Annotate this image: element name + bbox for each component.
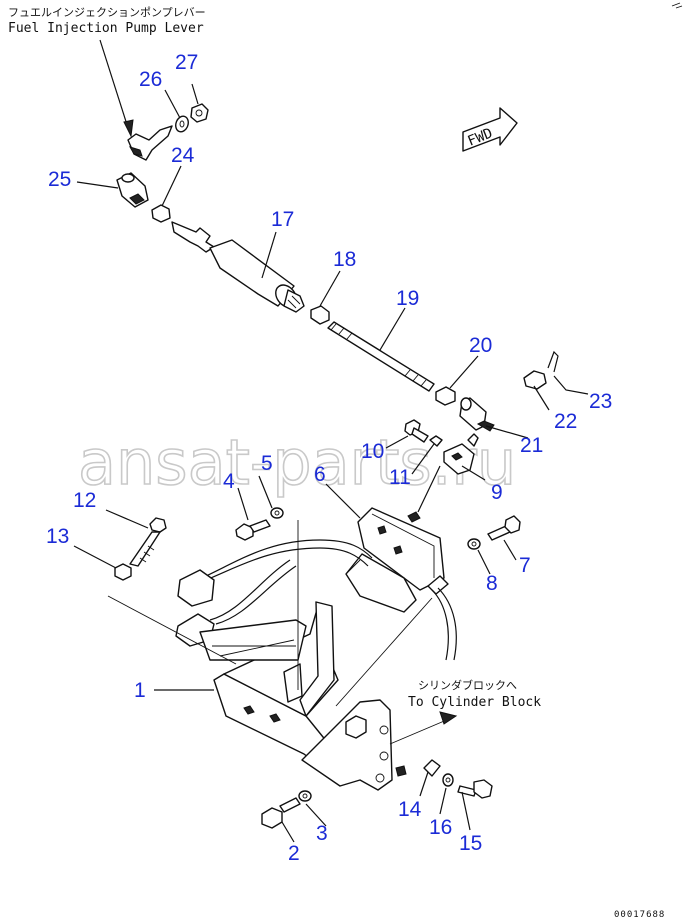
part-27-nut (190, 103, 209, 123)
callout-1: 1 (134, 679, 146, 702)
callout-24: 24 (171, 144, 195, 167)
assembly-line (335, 597, 433, 707)
callout-22: 22 (554, 410, 577, 433)
cylinder-label-en: To Cylinder Block (408, 695, 541, 710)
part-17-cylinder (171, 221, 305, 313)
callout-12: 12 (73, 489, 96, 512)
part-1-bracket (199, 601, 341, 775)
callout-5: 5 (261, 452, 273, 475)
part-7-bolt (487, 515, 521, 541)
part-26-washer (175, 115, 189, 133)
corner-mark (671, 2, 683, 9)
part-19-rod (327, 321, 435, 392)
drawing-code: 00017688 (614, 910, 665, 920)
part-3-washer (298, 790, 312, 802)
part-16-washer (442, 773, 454, 787)
callout-8: 8 (486, 572, 498, 595)
callout-27: 27 (175, 51, 198, 74)
lever-arrowhead (123, 119, 134, 138)
callout-26: 26 (139, 68, 162, 91)
callout-6: 6 (314, 463, 326, 486)
callout-21: 21 (520, 434, 543, 457)
part-2-bolt (261, 797, 301, 829)
callout-18: 18 (333, 248, 356, 271)
part-14-clip (423, 759, 441, 777)
lever-label-jp: フュエルインジェクションポンプレバー (8, 6, 206, 19)
lever-arrow (99, 39, 130, 132)
part-21-ball-joint (459, 397, 495, 432)
part-11-clip (429, 435, 443, 447)
callout-15: 15 (459, 832, 482, 855)
cylinder-label-jp: シリンダブロックへ (418, 678, 517, 692)
part-8-washer (467, 538, 481, 550)
part-15-bolt (457, 779, 493, 799)
callout-17: 17 (271, 208, 294, 231)
callout-9: 9 (491, 481, 503, 504)
callout-14: 14 (398, 798, 422, 821)
part-25-ball-joint (116, 172, 149, 208)
part-22-nut (523, 370, 547, 390)
part-6-actuator-motor (345, 507, 449, 613)
pump-lever-clamp (127, 125, 173, 161)
part-23-cotter-pin (547, 350, 559, 373)
part-9-lever-assembly (417, 433, 479, 513)
callout-2: 2 (288, 842, 300, 865)
part-4-bolt (235, 519, 271, 541)
callout-20: 20 (469, 334, 492, 357)
part-12-bolt (129, 517, 167, 567)
lever-label-en: Fuel Injection Pump Lever (8, 21, 204, 36)
leader-lines (73, 83, 589, 843)
cylinder-arrowhead (439, 711, 458, 725)
callout-19: 19 (396, 287, 419, 310)
fwd-arrow: FWD (462, 107, 518, 152)
part-24-nut (151, 204, 171, 223)
part-10-bolt (404, 419, 429, 443)
part-18-nut (310, 305, 330, 325)
assembly-line (107, 595, 237, 665)
callout-10: 10 (361, 440, 384, 463)
callout-25: 25 (48, 168, 71, 191)
callout-7: 7 (519, 554, 531, 577)
part-20-nut (435, 386, 456, 406)
callout-3: 3 (316, 822, 328, 845)
callout-23: 23 (589, 390, 612, 413)
part-5-washer (270, 507, 284, 519)
callout-11: 11 (389, 466, 411, 489)
callout-4: 4 (223, 470, 235, 493)
callout-16: 16 (429, 816, 452, 839)
part-13-nut (114, 563, 132, 581)
callout-13: 13 (46, 525, 69, 548)
cylinder-block-plate (301, 699, 407, 791)
